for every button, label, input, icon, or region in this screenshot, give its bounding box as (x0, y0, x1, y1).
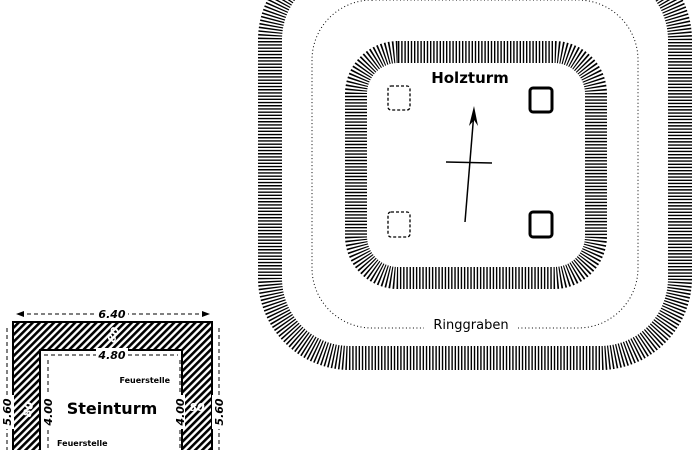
steinturm-plan: 6.40 4.80 5.60 5.60 4.00 4.00 80 80 80 F… (0, 306, 226, 450)
fireplace-top-label: Feuerstelle (119, 376, 170, 385)
post-hole-dashed (387, 211, 411, 238)
dim-inner-width: 4.80 (97, 349, 125, 362)
fireplace-bottom-label: Feuerstelle (57, 439, 108, 448)
dim-outer-width: 6.40 (98, 308, 125, 321)
dim-wall-left: 80 (21, 400, 37, 418)
dim-inner-height-right: 4.00 (174, 398, 187, 426)
dim-inner-height-left: 4.00 (42, 398, 55, 426)
holzturm-title: Holzturm (431, 69, 509, 87)
dim-wall-top: 80 (105, 325, 123, 344)
steinturm-title: Steinturm (67, 399, 158, 418)
dim-wall-right: 80 (189, 401, 205, 414)
holzturm-plan: Holzturm Ringgraben (258, 0, 692, 370)
ringgraben-label: Ringgraben (433, 318, 508, 333)
dim-outer-height-left: 5.60 (1, 398, 14, 425)
north-arrow-icon (445, 106, 493, 223)
post-hole-solid (528, 86, 554, 114)
post-hole-dashed (387, 85, 411, 111)
post-hole-solid (528, 210, 554, 239)
inner-rampart (345, 41, 607, 289)
outer-rampart (258, 0, 692, 370)
dim-outer-height-right: 5.60 (213, 398, 226, 425)
